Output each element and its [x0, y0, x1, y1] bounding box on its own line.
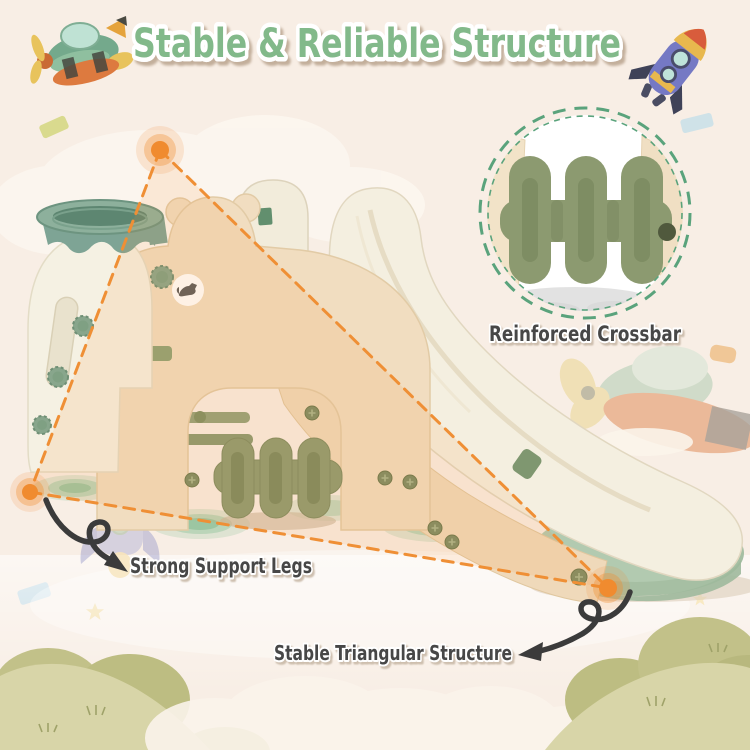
slide-product-illustration [27, 179, 750, 604]
small-cloud [597, 428, 693, 456]
crossbar-detail-inset [478, 106, 692, 320]
toy-plane-icon [30, 16, 134, 86]
hill-right [545, 617, 750, 750]
triangle-overlay [10, 126, 630, 610]
page-title: Stable & Reliable Structure [133, 21, 621, 67]
curved-arrow-left-icon [43, 497, 128, 572]
curved-arrow-right-icon [518, 589, 633, 661]
toy-rocket-icon [628, 28, 707, 115]
strong-support-legs-label: Strong Support Legs [130, 554, 312, 578]
climbing-hold [72, 315, 94, 337]
triangle-vertex-dot [586, 566, 630, 610]
stable-triangular-structure-label: Stable Triangular Structure [274, 641, 512, 665]
fox-silhouette-icon [176, 283, 197, 297]
climbing-hold [32, 415, 52, 435]
triangle-vertex-dot [136, 126, 184, 174]
climbing-hold [150, 265, 174, 289]
climbing-hold [47, 366, 69, 388]
climbing-panel [27, 232, 153, 473]
inset-dashed-ring-inner [487, 115, 683, 311]
triangle-vertex-dot [10, 472, 50, 512]
crossbar [213, 437, 343, 530]
reinforced-crossbar-label: Reinforced Crossbar [489, 322, 682, 346]
inset-dashed-ring-outer [478, 106, 692, 320]
